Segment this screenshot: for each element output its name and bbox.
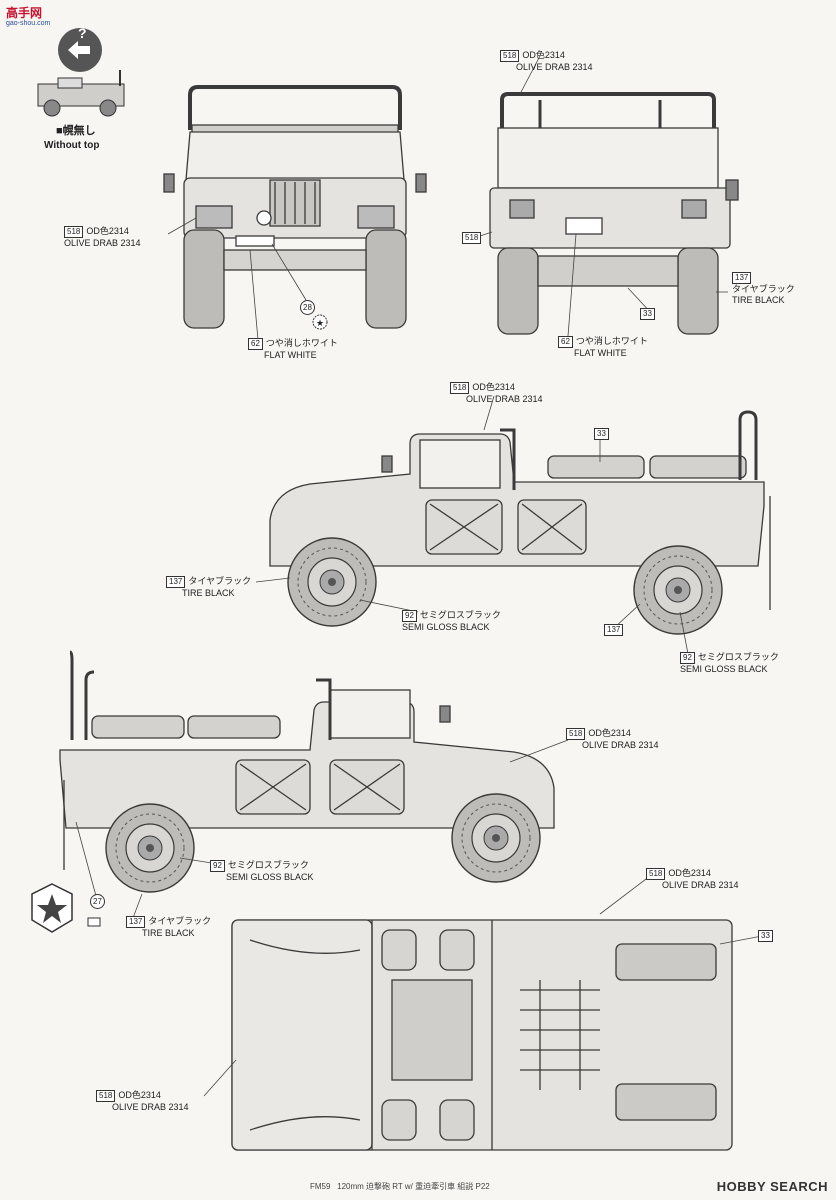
- side2-front-wheel: [451, 793, 541, 883]
- callout-side1-33: 33: [594, 428, 612, 440]
- hobby-search-logo: HOBBY SEARCH: [716, 1179, 828, 1194]
- callout-rear-518: 518: [462, 232, 484, 244]
- page-footer: FM59 120mm 迫撃砲 RT w/ 重迫牽引車 組説 P22: [310, 1182, 490, 1191]
- rear-view: [489, 92, 739, 335]
- side1-front-wheel: [287, 537, 377, 627]
- callout-top-33: 33: [758, 930, 776, 942]
- callout-side1-137: 137: [604, 624, 626, 636]
- without-top-title-jp: ■幌無し: [56, 125, 96, 137]
- svg-text:★: ★: [316, 318, 324, 328]
- callout-rear-33: 33: [640, 308, 658, 320]
- side2-rear-wheel: [105, 803, 195, 893]
- top-view: [231, 919, 733, 1151]
- watermark-logo: 高手网 gao-shou.com: [6, 6, 51, 27]
- side-view-right: [59, 650, 555, 870]
- side1-rear-wheel: [633, 545, 723, 635]
- without-top-title-en: Without top: [44, 140, 100, 151]
- without-top-icon: ?: [37, 25, 125, 117]
- svg-text:?: ?: [78, 25, 87, 41]
- callout-side2-27: 27: [90, 894, 105, 909]
- callout-rear-tire-black: 137 タイヤブラック TIRE BLACK: [732, 272, 795, 305]
- star-emblem-icon: [31, 883, 101, 933]
- front-view: [163, 85, 427, 329]
- front-star-mark-icon: ★: [312, 314, 328, 330]
- side-view-left: [269, 410, 771, 610]
- callout-front-28: 28: [300, 300, 315, 315]
